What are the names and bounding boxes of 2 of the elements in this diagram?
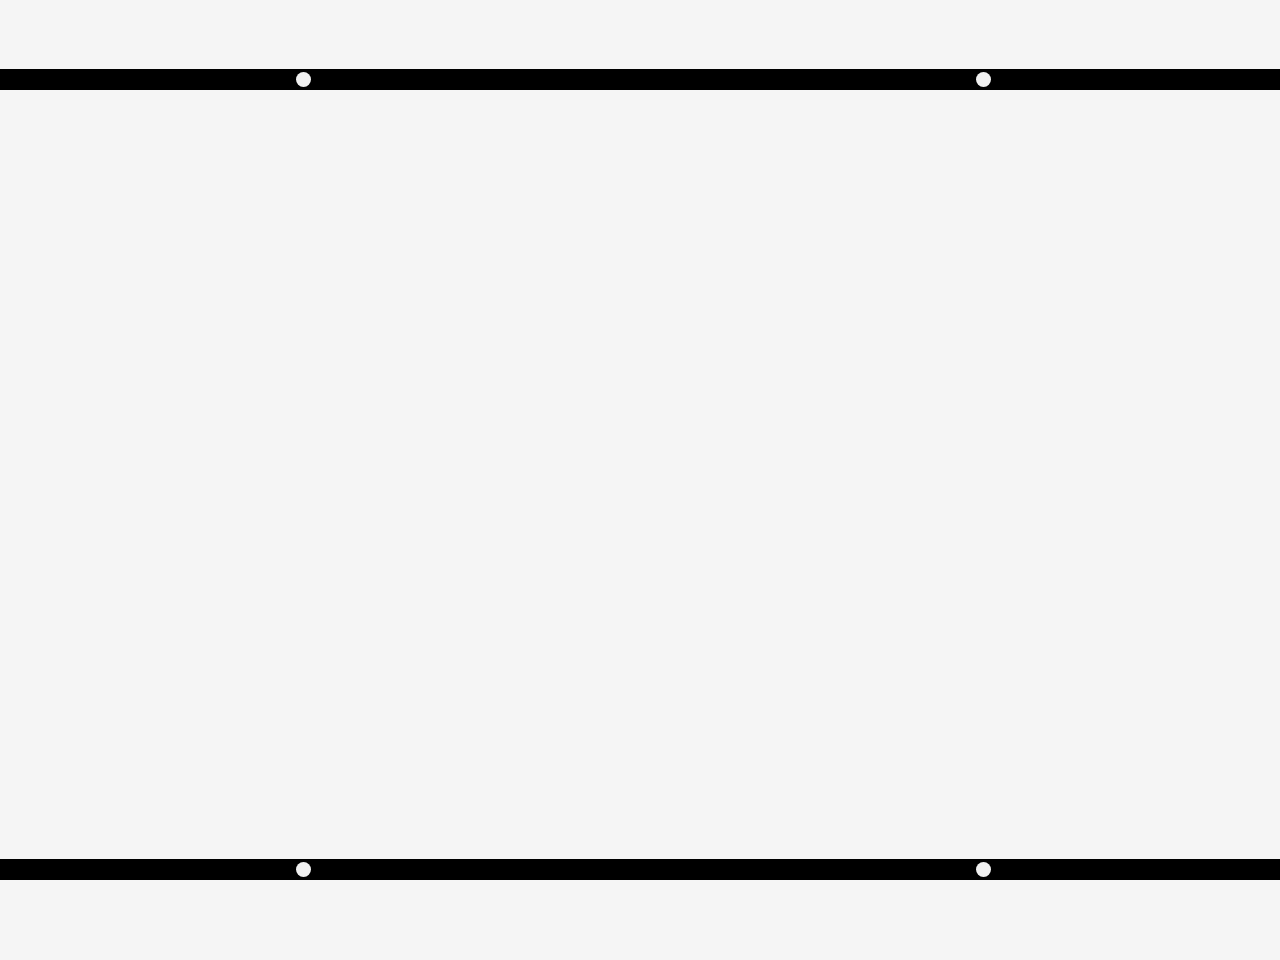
rail-bar: [0, 859, 1280, 880]
rail-bar: [0, 69, 1280, 90]
